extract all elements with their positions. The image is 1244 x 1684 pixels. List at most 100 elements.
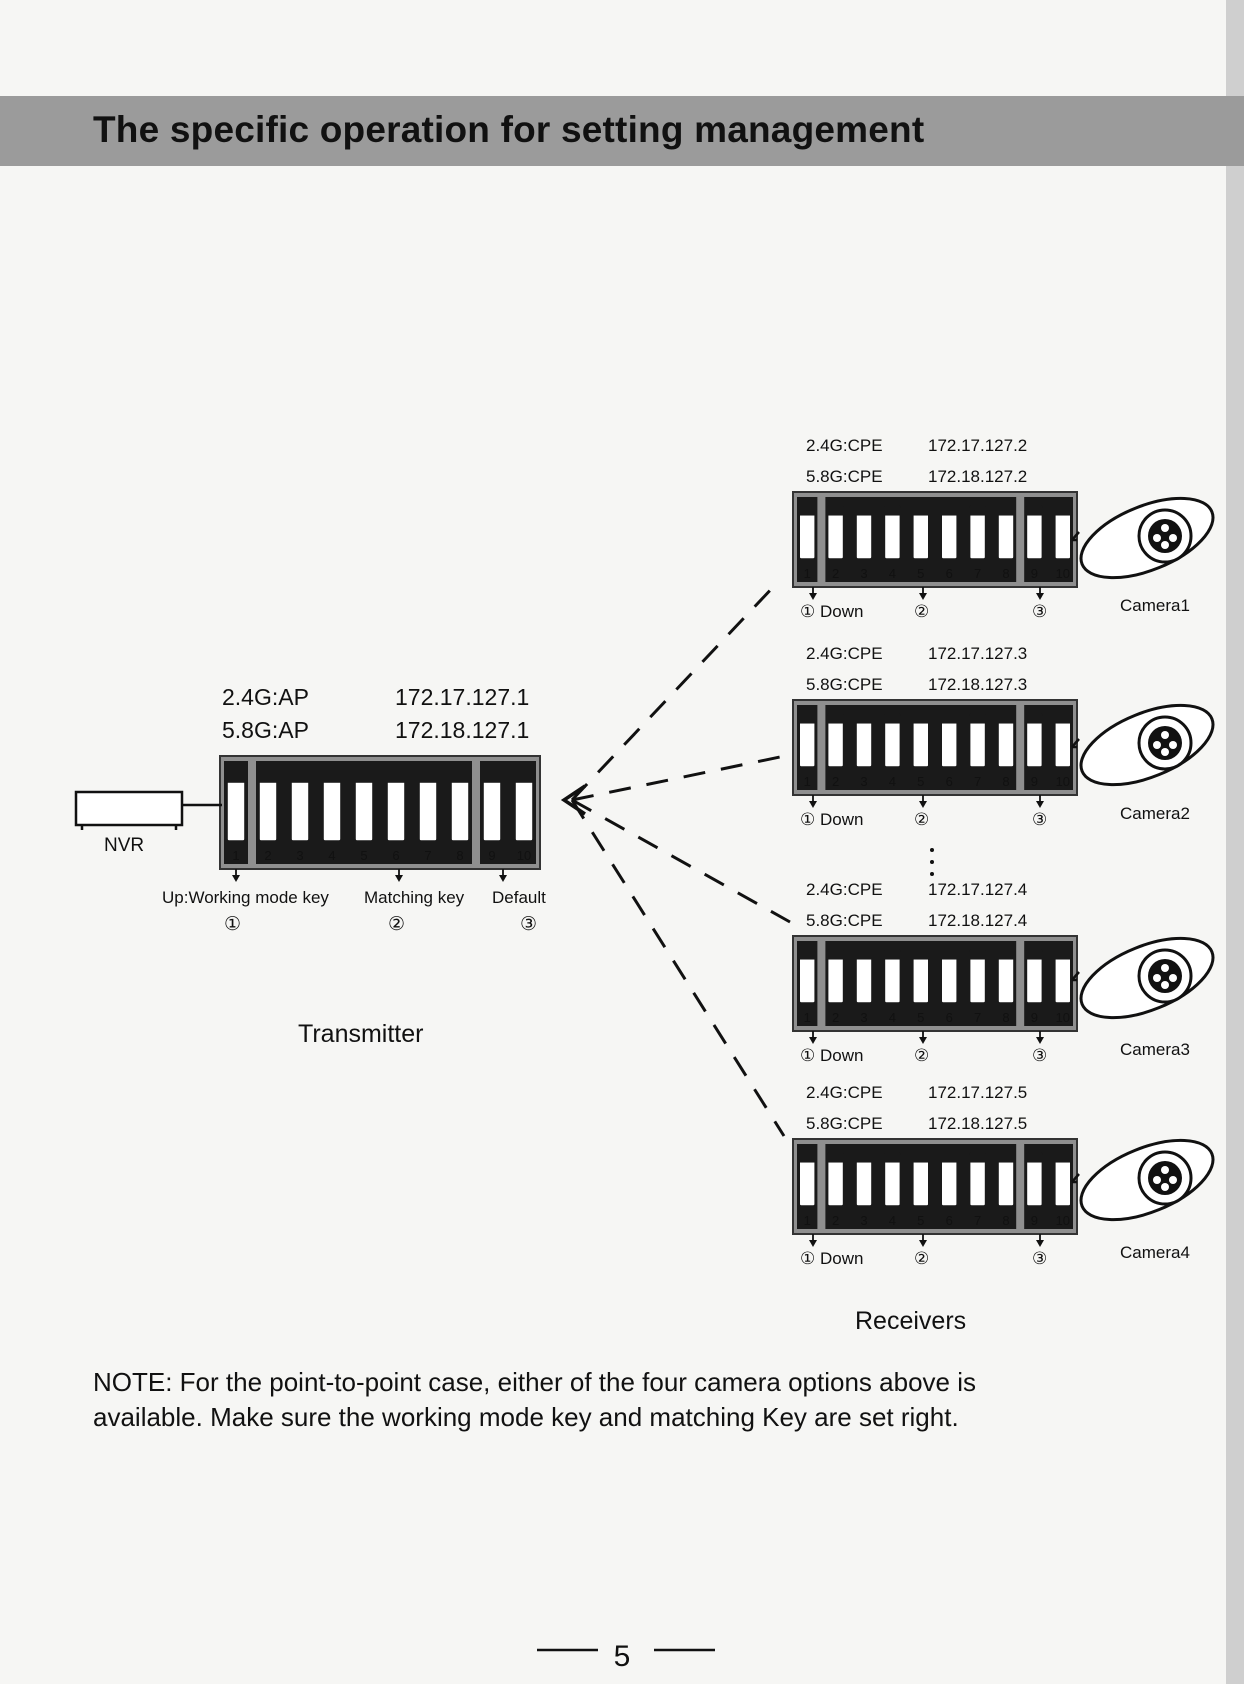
switch-number: 7 <box>424 848 431 863</box>
switch-number: 9 <box>1031 566 1038 581</box>
rx-key-1-3: ① Down <box>800 1046 864 1065</box>
tx-band-24: 2.4G:AP <box>222 684 309 710</box>
switch-number: 6 <box>946 566 953 581</box>
switch-number: 7 <box>974 1213 981 1228</box>
switch-number: 6 <box>946 1010 953 1025</box>
switch-number: 5 <box>917 566 924 581</box>
rx-key-2-3: ② <box>914 1046 930 1065</box>
switch-number: 3 <box>860 1010 867 1025</box>
switch-number: 6 <box>946 774 953 789</box>
switch-number: 5 <box>360 848 367 863</box>
camera-2-icon <box>1071 703 1215 787</box>
rx-band-58-3: 5.8G:CPE <box>806 911 883 930</box>
switch-number: 2 <box>832 566 839 581</box>
switch-number: 10 <box>1056 566 1070 581</box>
switch-number: 5 <box>917 1010 924 1025</box>
switch-number: 8 <box>1002 1010 1009 1025</box>
rx-ip-24-3: 172.17.127.4 <box>928 880 1028 899</box>
tx-key-1-num: ① <box>224 914 242 935</box>
switch-number: 7 <box>974 1010 981 1025</box>
switch-number: 4 <box>889 1213 896 1228</box>
camera-label-4: Camera4 <box>1120 1243 1190 1262</box>
rx-band-58-4: 5.8G:CPE <box>806 1114 883 1133</box>
switch-number: 1 <box>804 566 811 581</box>
note-line-1: NOTE: For the point-to-point case, eithe… <box>93 1367 976 1397</box>
page-number: 5 <box>613 1640 631 1673</box>
camera-label-1: Camera1 <box>1120 596 1190 615</box>
rx-ip-58-4: 172.18.127.5 <box>928 1114 1028 1133</box>
switch-number: 8 <box>1002 566 1009 581</box>
switch-number: 7 <box>974 566 981 581</box>
tx-ip-58: 172.18.127.1 <box>395 717 530 743</box>
note-text: NOTE: For the point-to-point case, eithe… <box>93 1365 976 1435</box>
nvr-label: NVR <box>104 835 145 856</box>
rx-key-2-2: ② <box>914 810 930 829</box>
rx-band-58-1: 5.8G:CPE <box>806 467 883 486</box>
switch-number: 2 <box>832 1010 839 1025</box>
tx-key-2-num: ② <box>388 914 406 935</box>
switch-number: 6 <box>946 1213 953 1228</box>
switch-number: 10 <box>1056 1010 1070 1025</box>
switch-number: 4 <box>889 566 896 581</box>
rx-band-24-1: 2.4G:CPE <box>806 436 883 455</box>
wireless-link-lines <box>570 581 791 1137</box>
switch-number: 10 <box>1056 1213 1070 1228</box>
switch-number: 10 <box>517 848 531 863</box>
receiver-2-key-arrows <box>809 795 1044 808</box>
camera-label-2: Camera2 <box>1120 804 1190 823</box>
note-line-2: available. Make sure the working mode ke… <box>93 1402 959 1432</box>
tx-key-3-label: Default <box>492 888 546 907</box>
switch-number: 7 <box>974 774 981 789</box>
receiver-4-key-arrows <box>809 1234 1044 1247</box>
camera-label-3: Camera3 <box>1120 1040 1190 1059</box>
switch-number: 9 <box>1031 774 1038 789</box>
wireless-link-arrowhead <box>560 784 586 816</box>
nvr-device-icon <box>74 790 222 830</box>
tx-ip-24: 172.17.127.1 <box>395 684 530 710</box>
switch-number: 2 <box>832 774 839 789</box>
switch-number: 8 <box>1002 1213 1009 1228</box>
rx-band-24-2: 2.4G:CPE <box>806 644 883 663</box>
switch-number: 2 <box>832 1213 839 1228</box>
switch-number: 4 <box>889 774 896 789</box>
tx-key-1-label: Up:Working mode key <box>162 888 329 907</box>
switch-number: 1 <box>232 848 239 863</box>
rx-band-24-3: 2.4G:CPE <box>806 880 883 899</box>
receiver-1-key-arrows <box>809 587 1044 600</box>
switch-number: 5 <box>917 1213 924 1228</box>
rx-key-2-4: ② <box>914 1249 930 1268</box>
rx-band-58-2: 5.8G:CPE <box>806 675 883 694</box>
ellipsis-dots <box>930 848 934 876</box>
tx-key-2-label: Matching key <box>364 888 465 907</box>
camera-4-icon <box>1071 1138 1215 1222</box>
switch-number: 3 <box>860 1213 867 1228</box>
rx-ip-58-3: 172.18.127.4 <box>928 911 1028 930</box>
rx-key-1-4: ① Down <box>800 1249 864 1268</box>
switch-number: 9 <box>488 848 495 863</box>
receiver-3-key-arrows <box>809 1031 1044 1044</box>
section-header-bar <box>0 96 1244 166</box>
camera-3-icon <box>1071 936 1215 1020</box>
rx-ip-24-1: 172.17.127.2 <box>928 436 1028 455</box>
switch-number: 8 <box>456 848 463 863</box>
switch-number: 2 <box>264 848 271 863</box>
rx-key-1-1: ① Down <box>800 602 864 621</box>
transmitter-label: Transmitter <box>298 1020 424 1048</box>
switch-number: 1 <box>804 1010 811 1025</box>
rx-ip-58-2: 172.18.127.3 <box>928 675 1028 694</box>
rx-key-1-2: ① Down <box>800 810 864 829</box>
rx-ip-24-2: 172.17.127.3 <box>928 644 1028 663</box>
switch-number: 10 <box>1056 774 1070 789</box>
receivers-label: Receivers <box>855 1307 967 1335</box>
section-title: The specific operation for setting manag… <box>93 109 925 150</box>
switch-number: 3 <box>296 848 303 863</box>
rx-key-3-1: ③ <box>1032 602 1048 621</box>
rx-ip-58-1: 172.18.127.2 <box>928 467 1028 486</box>
switch-number: 1 <box>804 774 811 789</box>
